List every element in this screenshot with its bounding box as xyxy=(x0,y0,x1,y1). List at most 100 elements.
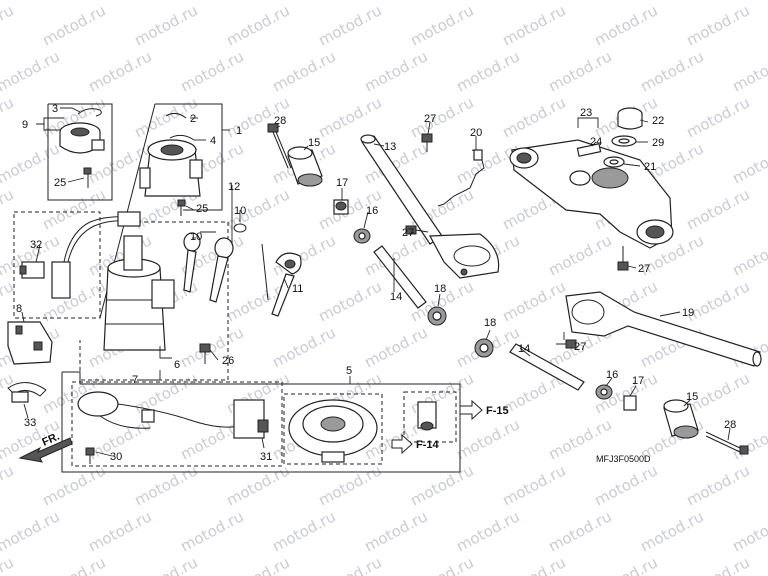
group-outline-cap-lock xyxy=(403,391,457,443)
watermark-text: motod.ru xyxy=(545,507,614,555)
group-outline-ignition-cover xyxy=(47,103,113,201)
group-outline-fuel-cap xyxy=(61,371,461,473)
watermark-text: motod.ru xyxy=(683,185,752,233)
callout-14a: 14 xyxy=(390,291,402,303)
watermark-text: motod.ru xyxy=(453,415,522,463)
watermark-text: motod.ru xyxy=(361,323,430,371)
ref-label-f14: F-14 xyxy=(416,439,440,451)
watermark-text: motod.ru xyxy=(499,277,568,325)
watermark-text: motod.ru xyxy=(545,47,614,95)
callout-7: 7 xyxy=(132,374,138,386)
callout-15a: 15 xyxy=(308,137,320,149)
watermark-text: motod.ru xyxy=(453,47,522,95)
watermark-text: motod.ru xyxy=(729,0,768,4)
part-15-bar-end xyxy=(287,146,323,187)
callout-30: 30 xyxy=(110,451,122,463)
watermark-text: motod.ru xyxy=(0,461,17,509)
callout-13: 13 xyxy=(384,141,396,153)
watermark-text: motod.ru xyxy=(269,47,338,95)
watermark-text: motod.ru xyxy=(637,47,706,95)
watermark-text: motod.ru xyxy=(0,553,17,576)
callout-32: 32 xyxy=(30,239,42,251)
watermark-text: motod.ru xyxy=(361,47,430,95)
watermark-text: motod.ru xyxy=(223,461,292,509)
watermark-text: motod.ru xyxy=(729,139,768,187)
callout-27d: 27 xyxy=(574,341,586,353)
part-14-rod xyxy=(373,245,427,309)
watermark-text: motod.ru xyxy=(729,47,768,95)
callout-10a: 10 xyxy=(190,231,202,243)
callout-33: 33 xyxy=(24,417,36,429)
part-18-nut xyxy=(427,306,447,326)
part-27-bolt-c xyxy=(617,246,629,271)
watermark-text: motod.ru xyxy=(499,461,568,509)
part-26-screw xyxy=(199,343,211,364)
part-15-bar-end-b xyxy=(663,399,699,439)
watermark-text: motod.ru xyxy=(637,507,706,555)
callout-17b: 17 xyxy=(632,375,644,387)
part-28-bolt xyxy=(267,123,292,169)
part-2-clip xyxy=(165,112,187,119)
watermark-text: motod.ru xyxy=(683,1,752,49)
callout-29: 29 xyxy=(652,137,664,149)
callout-8: 8 xyxy=(16,303,22,315)
watermark-text: motod.ru xyxy=(0,47,63,95)
callout-17a: 17 xyxy=(336,177,348,189)
watermark-text: motod.ru xyxy=(407,1,476,49)
part-25-screw-b xyxy=(177,199,186,216)
watermark-text: motod.ru xyxy=(591,553,660,576)
part-16-collar-b xyxy=(595,384,613,400)
callout-22: 22 xyxy=(652,115,664,127)
part-17-clip xyxy=(333,199,349,215)
grommet xyxy=(117,211,141,227)
watermark-text: motod.ru xyxy=(223,553,292,576)
part-3-clip xyxy=(77,108,102,117)
watermark-text: motod.ru xyxy=(729,231,768,279)
watermark-text: motod.ru xyxy=(407,553,476,576)
watermark-text: motod.ru xyxy=(315,277,384,325)
watermark-text: motod.ru xyxy=(39,1,108,49)
part-6-key-cylinder xyxy=(103,235,175,351)
callout-19: 19 xyxy=(682,307,694,319)
callout-28a: 28 xyxy=(274,115,286,127)
callout-23: 23 xyxy=(580,107,592,119)
part-12-key xyxy=(209,237,234,303)
part-16-collar xyxy=(353,228,371,244)
callout-6: 6 xyxy=(174,359,180,371)
watermark-text: motod.ru xyxy=(315,93,384,141)
part-27-bolt-d xyxy=(556,339,577,349)
watermark-text: motod.ru xyxy=(683,461,752,509)
callout-28b: 28 xyxy=(724,419,736,431)
part-4-clip xyxy=(169,134,195,141)
part-24-plate xyxy=(576,143,602,157)
watermark-text: motod.ru xyxy=(683,553,752,576)
watermark-text: motod.ru xyxy=(85,507,154,555)
watermark-text: motod.ru xyxy=(315,1,384,49)
callout-20: 20 xyxy=(470,127,482,139)
callout-4: 4 xyxy=(210,135,216,147)
ref-arrow-f15 xyxy=(459,399,483,421)
part-22-stem-nut xyxy=(617,107,643,130)
part-29-washer xyxy=(611,135,637,147)
watermark-text: motod.ru xyxy=(0,507,63,555)
callout-12: 12 xyxy=(228,181,240,193)
watermark-text: motod.ru xyxy=(315,461,384,509)
group-outline-ignition-switch xyxy=(155,103,223,211)
front-arrow-icon xyxy=(18,437,73,463)
watermark-text: motod.ru xyxy=(0,93,17,141)
part-14-rod-b xyxy=(509,343,585,391)
dash-key-line xyxy=(261,243,269,301)
watermark-text: motod.ru xyxy=(39,185,108,233)
watermark-text: motod.ru xyxy=(499,553,568,576)
watermark-text: motod.ru xyxy=(85,47,154,95)
callout-25b: 25 xyxy=(196,203,208,215)
part-30-screw xyxy=(85,447,95,464)
watermark-text: motod.ru xyxy=(683,93,752,141)
part-33-clamp xyxy=(11,391,29,403)
part-17-clip-b xyxy=(623,395,637,411)
part-18-nut-b xyxy=(474,338,494,358)
callout-31: 31 xyxy=(260,451,272,463)
part-1-ignition-body xyxy=(139,139,203,197)
part-19-handlebar xyxy=(565,291,762,367)
